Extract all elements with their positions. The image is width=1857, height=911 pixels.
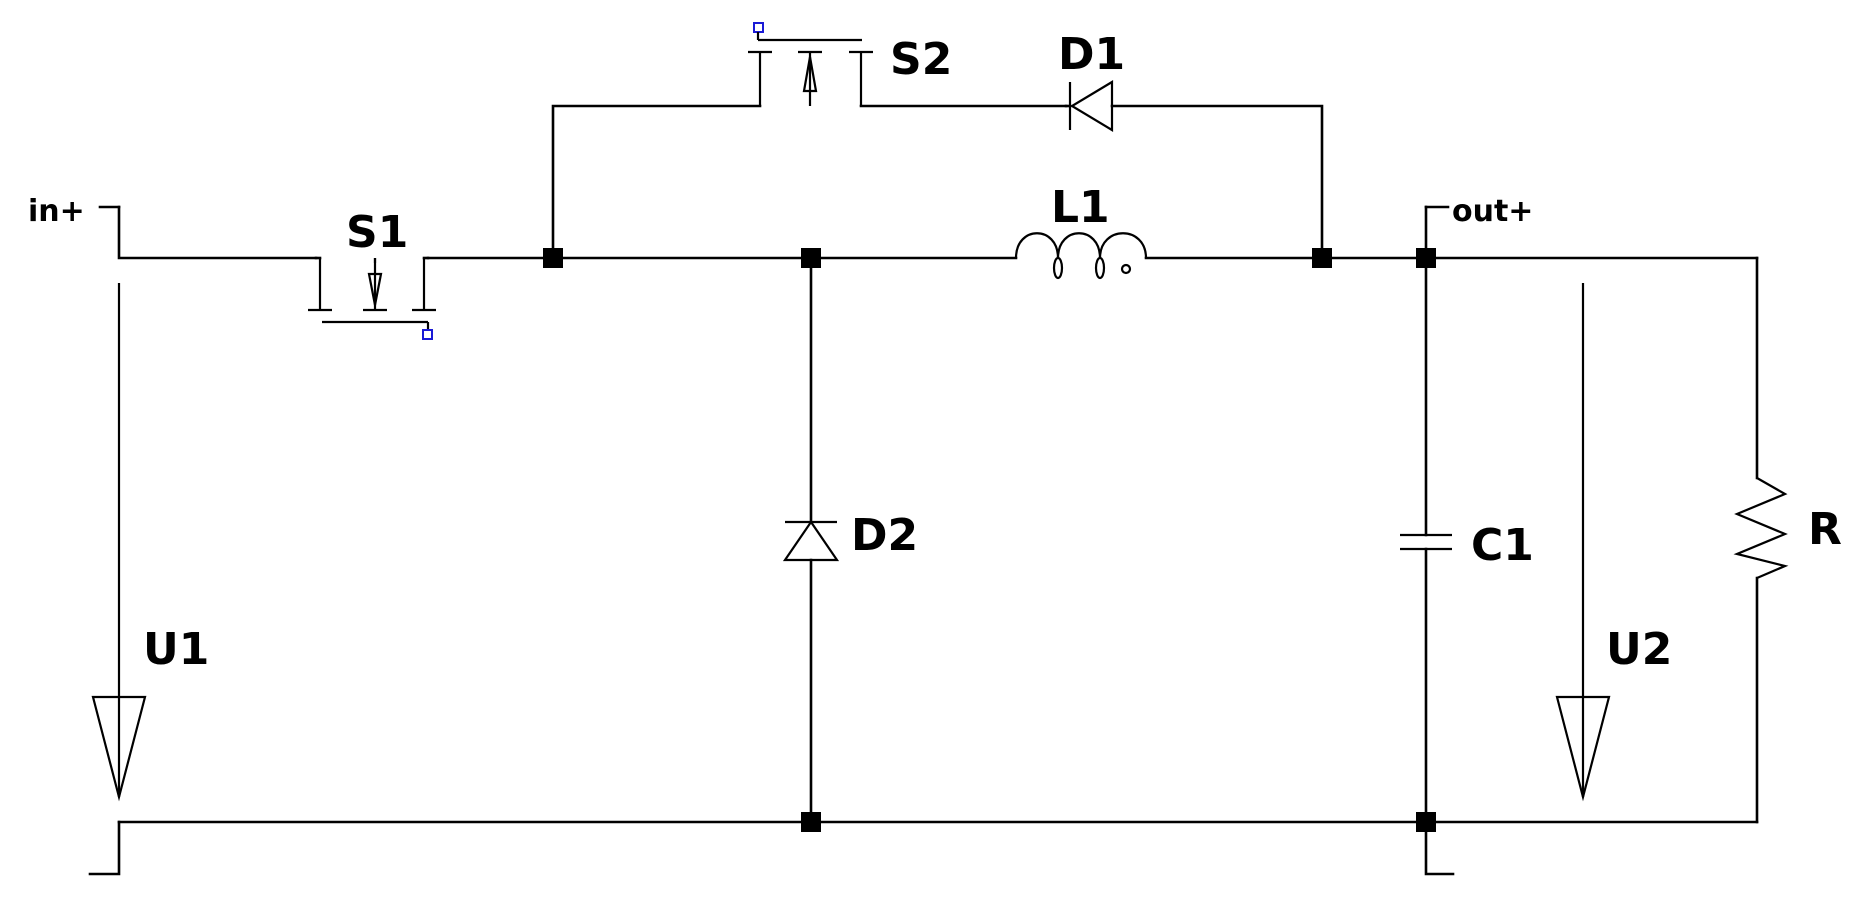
u2-voltage-arrow [1555,283,1611,802]
s1-label: S1 [346,207,408,258]
s2-label: S2 [890,34,952,85]
l1-inductor-symbol[interactable] [1014,232,1148,280]
out-plus-label: out+ [1452,194,1533,229]
d1-label: D1 [1058,29,1125,80]
junction-dot [1416,812,1436,832]
c1-capacitor-symbol[interactable] [1400,256,1452,824]
s2-mosfet-symbol[interactable] [748,22,873,106]
junction-dot [801,248,821,268]
junction-dot [1416,248,1436,268]
in-plus-label: in+ [28,194,85,229]
d1-diode-symbol[interactable] [1064,80,1114,132]
junction-dot [801,812,821,832]
s2-gate-pin[interactable] [753,22,764,33]
u1-label: U1 [143,624,209,675]
u1-voltage-arrow [91,283,147,802]
top-rail-wire [98,205,1759,824]
junction-dots [543,248,1436,832]
d2-diode-symbol[interactable] [782,256,840,824]
bottom-rail-wire [88,820,1759,876]
junction-dot [1312,248,1332,268]
d2-label: D2 [851,510,918,561]
r-resistor-symbol[interactable] [1733,477,1789,580]
bypass-wire [551,104,1324,260]
u2-label: U2 [1606,624,1672,675]
junction-dot [543,248,563,268]
c1-label: C1 [1471,520,1534,571]
s1-gate-pin[interactable] [422,329,433,340]
s1-mosfet-symbol[interactable] [308,256,436,340]
r-label: R [1808,504,1842,555]
l1-label: L1 [1051,182,1110,233]
